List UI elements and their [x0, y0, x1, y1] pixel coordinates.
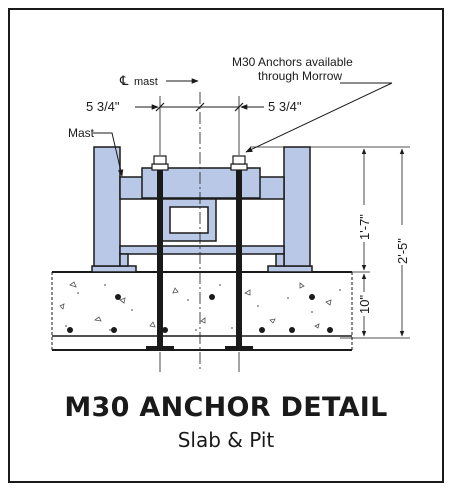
vertical-dimensions — [250, 146, 410, 339]
mast-post-left — [93, 146, 121, 267]
caption-subtitle: Slab & Pit — [177, 428, 275, 452]
dim-upper-label: 1'-7" — [357, 214, 372, 240]
mast-base — [91, 146, 313, 273]
mast-post-right — [283, 146, 311, 267]
offset-right-label: 5 3/4" — [268, 99, 302, 114]
centerline-mast-label: mast — [134, 76, 158, 88]
offset-left-label: 5 3/4" — [86, 99, 120, 114]
dim-slab-label: 10" — [357, 295, 372, 314]
mast-label: Mast — [68, 126, 95, 140]
anchors-note-line2: through Morrow — [258, 69, 342, 83]
centerline-symbol: ℄ — [119, 73, 129, 88]
anchor-rods — [146, 155, 253, 350]
offset-dimensions — [135, 102, 264, 112]
dim-total-label: 2'-5" — [395, 238, 410, 264]
caption-title: M30 ANCHOR DETAIL — [64, 392, 388, 423]
concrete-slab — [51, 271, 353, 351]
detail-frame — [8, 8, 444, 483]
anchors-note-line1: M30 Anchors available — [232, 55, 353, 69]
